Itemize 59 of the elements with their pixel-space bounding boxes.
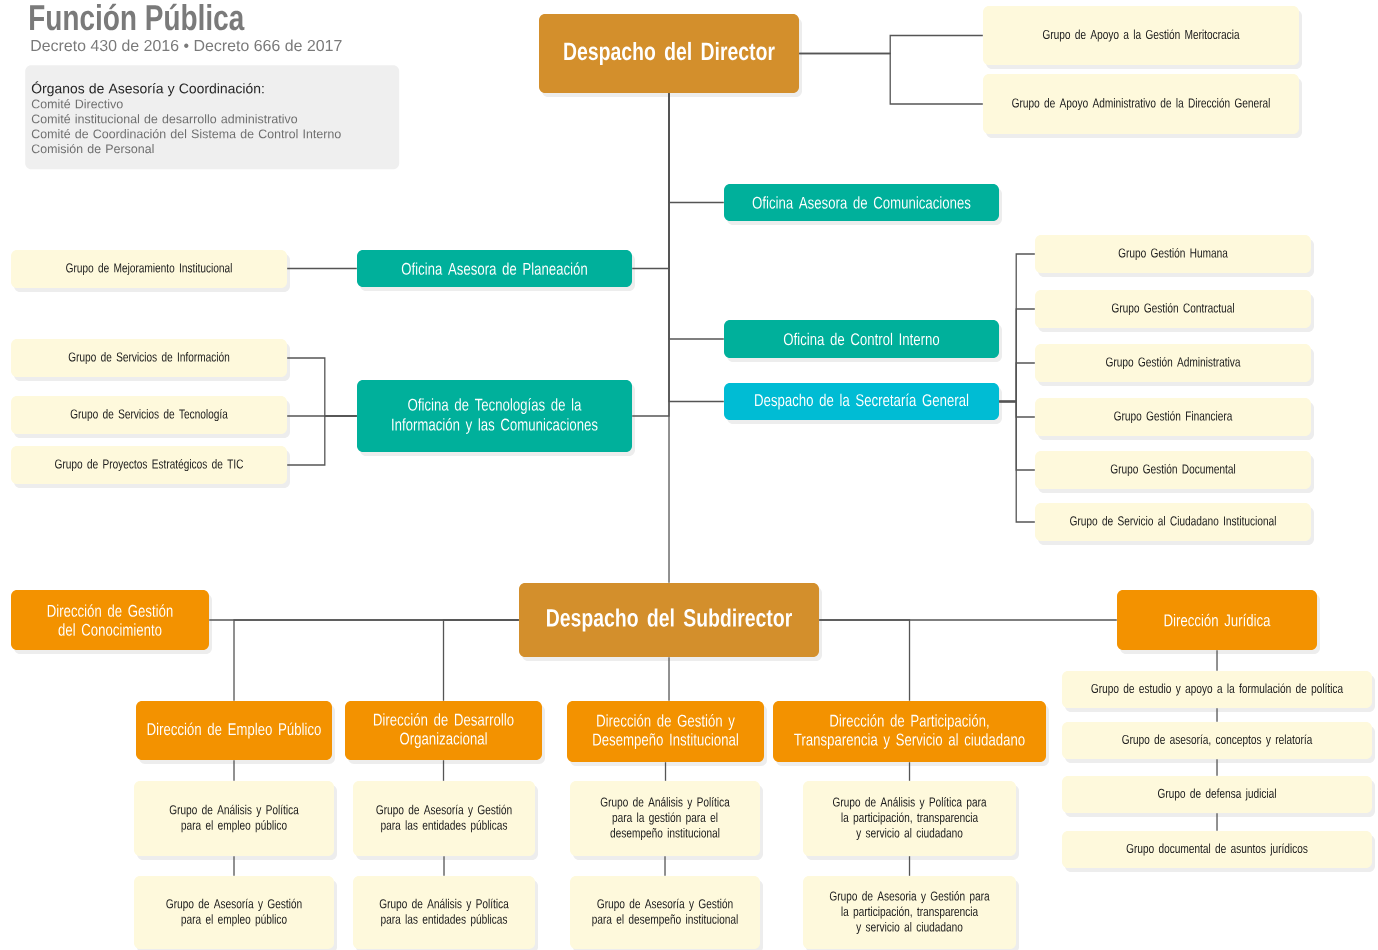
connector-line	[908, 761, 911, 782]
directorate-box: Dirección de Desarrollo Organizacional	[345, 701, 542, 760]
directorate-box: Dirección de Participación, Transparencia y Servicio al ciudadano	[773, 701, 1046, 762]
group-box: Grupo Gestión Contractual	[1035, 290, 1311, 328]
group-box: Grupo de Servicios de Información	[11, 339, 287, 377]
connector-line	[664, 855, 666, 877]
directorate-box: Dirección de Empleo Público	[136, 701, 332, 760]
group-box: Grupo de Proyectos Estratégicos de TIC	[11, 446, 287, 484]
connector-line	[798, 52, 984, 105]
group-box: Grupo de Asesoría y Gestión para las entidades públicas	[353, 781, 535, 856]
connector-line	[664, 761, 667, 782]
office-box: Oficina de Control Interno	[724, 320, 999, 358]
group-box: Grupo de Análisis y Política para las entidades públicas	[353, 876, 535, 949]
group-box: Grupo de Análisis y Política para la participación, transparencia y servicio al ciudadano	[803, 781, 1016, 856]
group-box: Grupo de Asesoria y Gestión para la participación, transparencia y servicio al ciudadano	[803, 876, 1016, 949]
connector-line	[233, 759, 235, 782]
connector-line	[442, 759, 445, 782]
group-box: Grupo Gestión Financiera	[1035, 398, 1311, 436]
connector-line	[443, 855, 445, 877]
directorate-box: Dirección de Gestión y Desempeño Institucional	[567, 701, 764, 762]
connector-line	[818, 619, 1118, 621]
group-box: Grupo de Mejoramiento Institucional	[11, 250, 287, 288]
group-box: Grupo de Servicios de Tecnología	[11, 396, 287, 434]
connector-line	[1216, 707, 1218, 723]
connector-line	[442, 619, 520, 702]
connector-line	[908, 855, 911, 877]
connector-line	[998, 400, 1036, 523]
group-box: Grupo de Asesoría y Gestión para el desempeño institucional	[570, 876, 760, 949]
connector-line	[286, 415, 358, 466]
connector-line	[1216, 812, 1218, 832]
office-box: Despacho de la Secretaría General	[724, 383, 999, 420]
connector-line	[1216, 649, 1218, 672]
group-box: Grupo de estudio y apoyo a la formulación de política	[1062, 671, 1372, 708]
title: Función Pública	[30, 3, 245, 31]
connector-line	[286, 267, 358, 270]
group-box: Grupo Gestión Documental	[1035, 451, 1311, 489]
group-box: Grupo de Análisis y Política para la gestión para el desempeño institucional	[570, 781, 760, 856]
directorate-box: Dirección de Gestión del Conocimiento	[11, 590, 209, 650]
office-box: Oficina Asesora de Planeación	[357, 250, 632, 287]
directorate-box: Dirección Jurídica	[1117, 590, 1317, 650]
director-box: Despacho del Director	[539, 14, 799, 93]
office-box: Oficina Asesora de Comunicaciones	[724, 184, 999, 221]
group-box: Grupo de defensa judicial	[1062, 776, 1372, 813]
group-box: Grupo documental de asuntos jurídicos	[1062, 831, 1372, 868]
group-box: Grupo de Asesoría y Gestión para el empleo público	[134, 876, 334, 949]
connector-line	[668, 92, 670, 584]
group-box: Grupo de asesoría, conceptos y relatoría	[1062, 722, 1372, 759]
director-box: Despacho del Subdirector	[519, 583, 819, 657]
group-box: Grupo de Análisis y Política para el empleo público	[134, 781, 334, 856]
connector-line	[233, 855, 235, 877]
group-box: Grupo Gestión Administrativa	[1035, 344, 1311, 382]
group-box: Grupo Gestión Humana	[1035, 235, 1311, 273]
connector-line	[1216, 758, 1218, 777]
office-box: Oficina de Tecnologías de la Información y las Comunicaciones	[357, 380, 632, 452]
info-panel: Órganos de Asesoría y Coordinación: Comité Directivo Comité institucional de desarrollo administrativo Comité de Coordinación del Sistema de Control Interno Comisión de Personal	[25, 65, 400, 170]
group-box: Grupo de Apoyo Administrativo de la Dirección General	[983, 74, 1299, 134]
connector-line	[668, 656, 670, 702]
group-box: Grupo de Servicio al Ciudadano Institucional	[1035, 503, 1311, 541]
group-box: Grupo de Apoyo a la Gestión Meritocracia	[983, 6, 1299, 65]
